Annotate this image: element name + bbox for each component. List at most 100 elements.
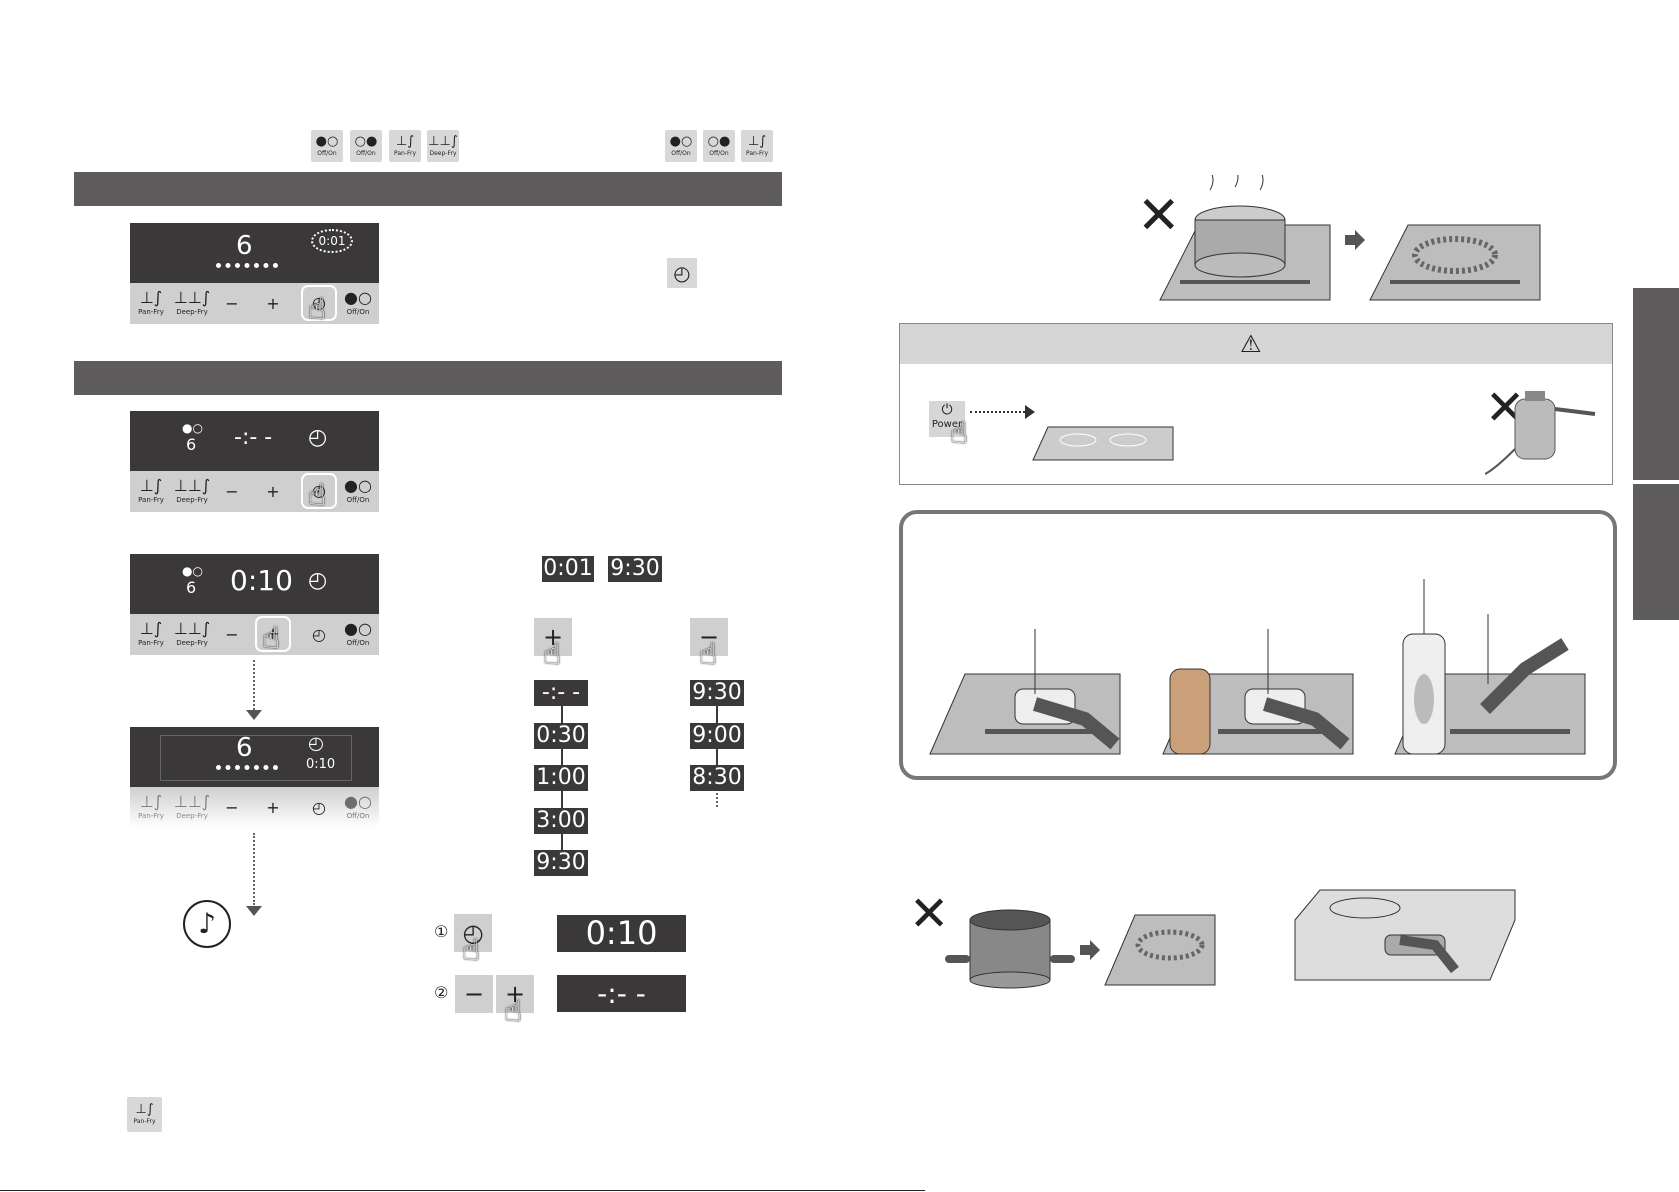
deep-fry-button[interactable]: ⊥⊥∫Deep-Fry	[173, 288, 211, 317]
panel-display: 6 ◴ 0:10	[130, 727, 379, 787]
warning-header: ⚠	[900, 324, 1612, 364]
side-tab-2[interactable]	[1633, 484, 1679, 620]
pointer-hand-icon: ☝	[950, 416, 969, 451]
pointer-hand-icon: ☝	[462, 933, 481, 968]
pan-fry-button[interactable]: ⊥∫Pan-Fry	[138, 288, 164, 317]
level-bar	[216, 765, 278, 776]
plus-seq-step: 9:30	[534, 850, 588, 876]
off-on-button[interactable]: ●○Off/On	[344, 288, 372, 317]
flow-arrow-line	[253, 660, 255, 710]
plus-key-icon: +	[496, 975, 534, 1013]
off-on-button[interactable]: ●○Off/On	[344, 476, 372, 505]
timer-readout: -:- -	[234, 425, 273, 450]
zone-indicator: ●○	[182, 564, 203, 578]
off-on-button[interactable]: ●○Off/On	[344, 792, 372, 821]
deep-fry-key: ⊥⊥∫Deep-Fry	[427, 130, 459, 162]
timer-key-icon: ◴	[454, 914, 492, 952]
off-on-key-1: ●○Off/On	[311, 130, 343, 162]
cleaning-steps-box	[899, 510, 1617, 780]
footer-rule	[0, 1190, 925, 1191]
plus-button[interactable]: +	[255, 616, 291, 652]
level-bar	[216, 263, 278, 274]
timer-icon: ◴	[308, 733, 324, 754]
deep-fry-button[interactable]: ⊥⊥∫Deep-Fry	[173, 619, 211, 648]
power-level: 6	[186, 435, 197, 454]
cooktop-edge-cleaning-illustration	[1294, 889, 1516, 981]
minus-button[interactable]: −	[225, 624, 239, 644]
timer-button[interactable]: ◴	[301, 473, 337, 509]
off-on-button[interactable]: ●○Off/On	[344, 619, 372, 648]
pan-fry-button[interactable]: ⊥∫Pan-Fry	[138, 792, 164, 821]
control-panel-3: ●○ 6 0:10 ◴ ⊥∫Pan-Fry ⊥⊥∫Deep-Fry − + ◴ …	[130, 554, 379, 655]
zone-indicator: ●○	[182, 421, 203, 435]
section-bar-2	[74, 361, 782, 395]
warning-box: ⚠ ⏻ Power ☝ ✕	[899, 323, 1613, 485]
pan-fry-key: ⊥∫Pan-Fry	[741, 130, 773, 162]
minus-seq-step: 8:30	[690, 765, 744, 791]
pointer-hand-icon: ☝	[262, 621, 281, 656]
pan-fry-key: ⊥∫Pan-Fry	[389, 130, 421, 162]
cooktop-illustration	[1032, 426, 1174, 461]
panel-keys: ⊥∫Pan-Fry ⊥⊥∫Deep-Fry − + ◴ ●○Off/On	[130, 787, 379, 828]
timer-button[interactable]: ◴	[312, 624, 326, 644]
control-panel-1: 6 0:01 ⊥∫Pan-Fry ⊥⊥∫Deep-Fry − + ◴ ●○Off…	[130, 223, 379, 327]
power-level: 6	[236, 733, 253, 763]
timer-button[interactable]: ◴	[312, 797, 326, 817]
panel-display: 6 0:01	[130, 223, 379, 283]
plus-seq-step: 0:30	[534, 723, 588, 749]
flow-arrow-head	[246, 906, 262, 916]
timer-icon: ◴	[308, 568, 328, 593]
pan-fry-button[interactable]: ⊥∫Pan-Fry	[138, 476, 164, 505]
timer-icon: ◴	[308, 425, 328, 450]
minus-button[interactable]: −	[225, 797, 239, 817]
cancel-display-1: 0:10	[557, 915, 686, 952]
power-label: Power	[931, 419, 963, 430]
side-tab-1[interactable]	[1633, 288, 1679, 480]
panel-display: ●○ 6 0:10 ◴	[130, 554, 379, 614]
panel-keys: ⊥∫Pan-Fry ⊥⊥∫Deep-Fry − + ◴ ●○Off/On	[130, 283, 379, 324]
timer-readout: 0:10	[306, 757, 336, 772]
panel-keys: ⊥∫Pan-Fry ⊥⊥∫Deep-Fry − + ◴ ●○Off/On	[130, 614, 379, 655]
power-level: 6	[186, 578, 197, 597]
steam-cleaner-illustration	[1485, 391, 1596, 475]
pointer-hand-icon: ☝	[308, 292, 327, 327]
plus-button[interactable]: +	[266, 797, 280, 817]
plus-button[interactable]: +	[266, 481, 280, 501]
off-on-key-1: ●○Off/On	[665, 130, 697, 162]
boil-over-illustration	[1159, 175, 1541, 301]
music-note-icon: ♪	[183, 900, 231, 948]
pointer-hand-icon: ☝	[543, 637, 562, 672]
off-on-key-2: ○●Off/On	[703, 130, 735, 162]
range-min-tile: 0:01	[542, 556, 594, 582]
prohibited-cross-icon: ✕	[1137, 186, 1181, 246]
step-number-1: ①	[434, 922, 449, 941]
panel-keys: ⊥∫Pan-Fry ⊥⊥∫Deep-Fry − + ◴ ●○Off/On	[130, 471, 379, 512]
minus-button[interactable]: −	[225, 481, 239, 501]
deep-fry-button[interactable]: ⊥⊥∫Deep-Fry	[173, 792, 211, 821]
step-number-2: ②	[434, 983, 449, 1002]
power-icon: ⏻	[941, 402, 953, 418]
pan-fry-key: ⊥∫Pan-Fry	[127, 1097, 162, 1132]
plus-seq-step: 1:00	[534, 765, 588, 791]
deep-fry-button[interactable]: ⊥⊥∫Deep-Fry	[173, 476, 211, 505]
pan-fry-button[interactable]: ⊥∫Pan-Fry	[138, 619, 164, 648]
plus-button[interactable]: +	[266, 293, 280, 313]
continuation-dots	[716, 793, 718, 807]
panel-display: ●○ 6 -:- - ◴	[130, 411, 379, 471]
flow-arrow-head	[246, 710, 262, 720]
plus-seq-step: -:- -	[534, 680, 588, 706]
cancel-display-2: -:- -	[557, 975, 686, 1012]
range-max-tile: 9:30	[608, 556, 662, 582]
warning-icon: ⚠	[1240, 330, 1262, 358]
section-bar-1	[74, 172, 782, 206]
plus-key-icon: +	[534, 618, 572, 656]
timer-button[interactable]: ◴	[301, 285, 337, 321]
dotted-arrow-line	[970, 411, 1025, 413]
off-on-key-2: ○●Off/On	[350, 130, 382, 162]
minus-button[interactable]: −	[225, 293, 239, 313]
minus-key-icon: −	[455, 975, 493, 1013]
control-panel-4: 6 ◴ 0:10 ⊥∫Pan-Fry ⊥⊥∫Deep-Fry − + ◴ ●○O…	[130, 727, 379, 828]
prohibited-cross-icon: ✕	[909, 886, 950, 942]
control-panel-2: ●○ 6 -:- - ◴ ⊥∫Pan-Fry ⊥⊥∫Deep-Fry − + ◴…	[130, 411, 379, 512]
dirty-pot-illustration	[945, 909, 1216, 989]
